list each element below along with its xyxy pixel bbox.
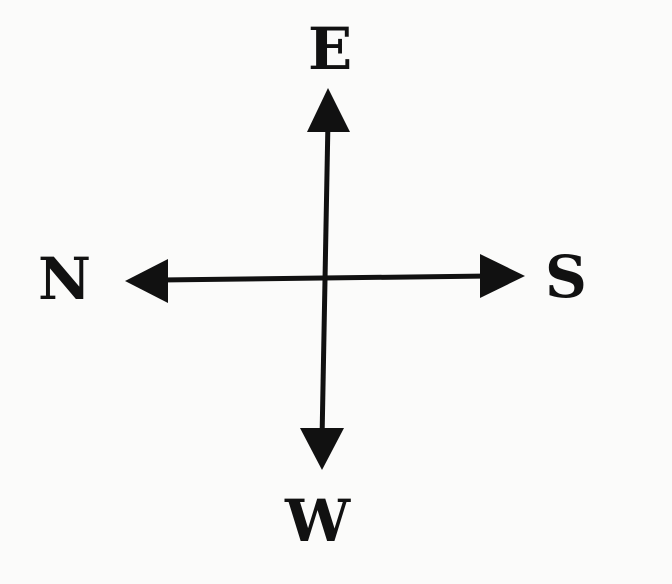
arrow-right-icon [480,254,525,298]
label-top: E [308,15,353,83]
arrow-down-icon [300,428,344,470]
label-left: N [38,245,92,313]
label-bottom: W [285,487,351,555]
label-right: S [545,243,587,311]
arrow-left-icon [125,259,168,303]
arrow-up-icon [307,88,350,132]
horizontal-axis-line [159,273,491,283]
